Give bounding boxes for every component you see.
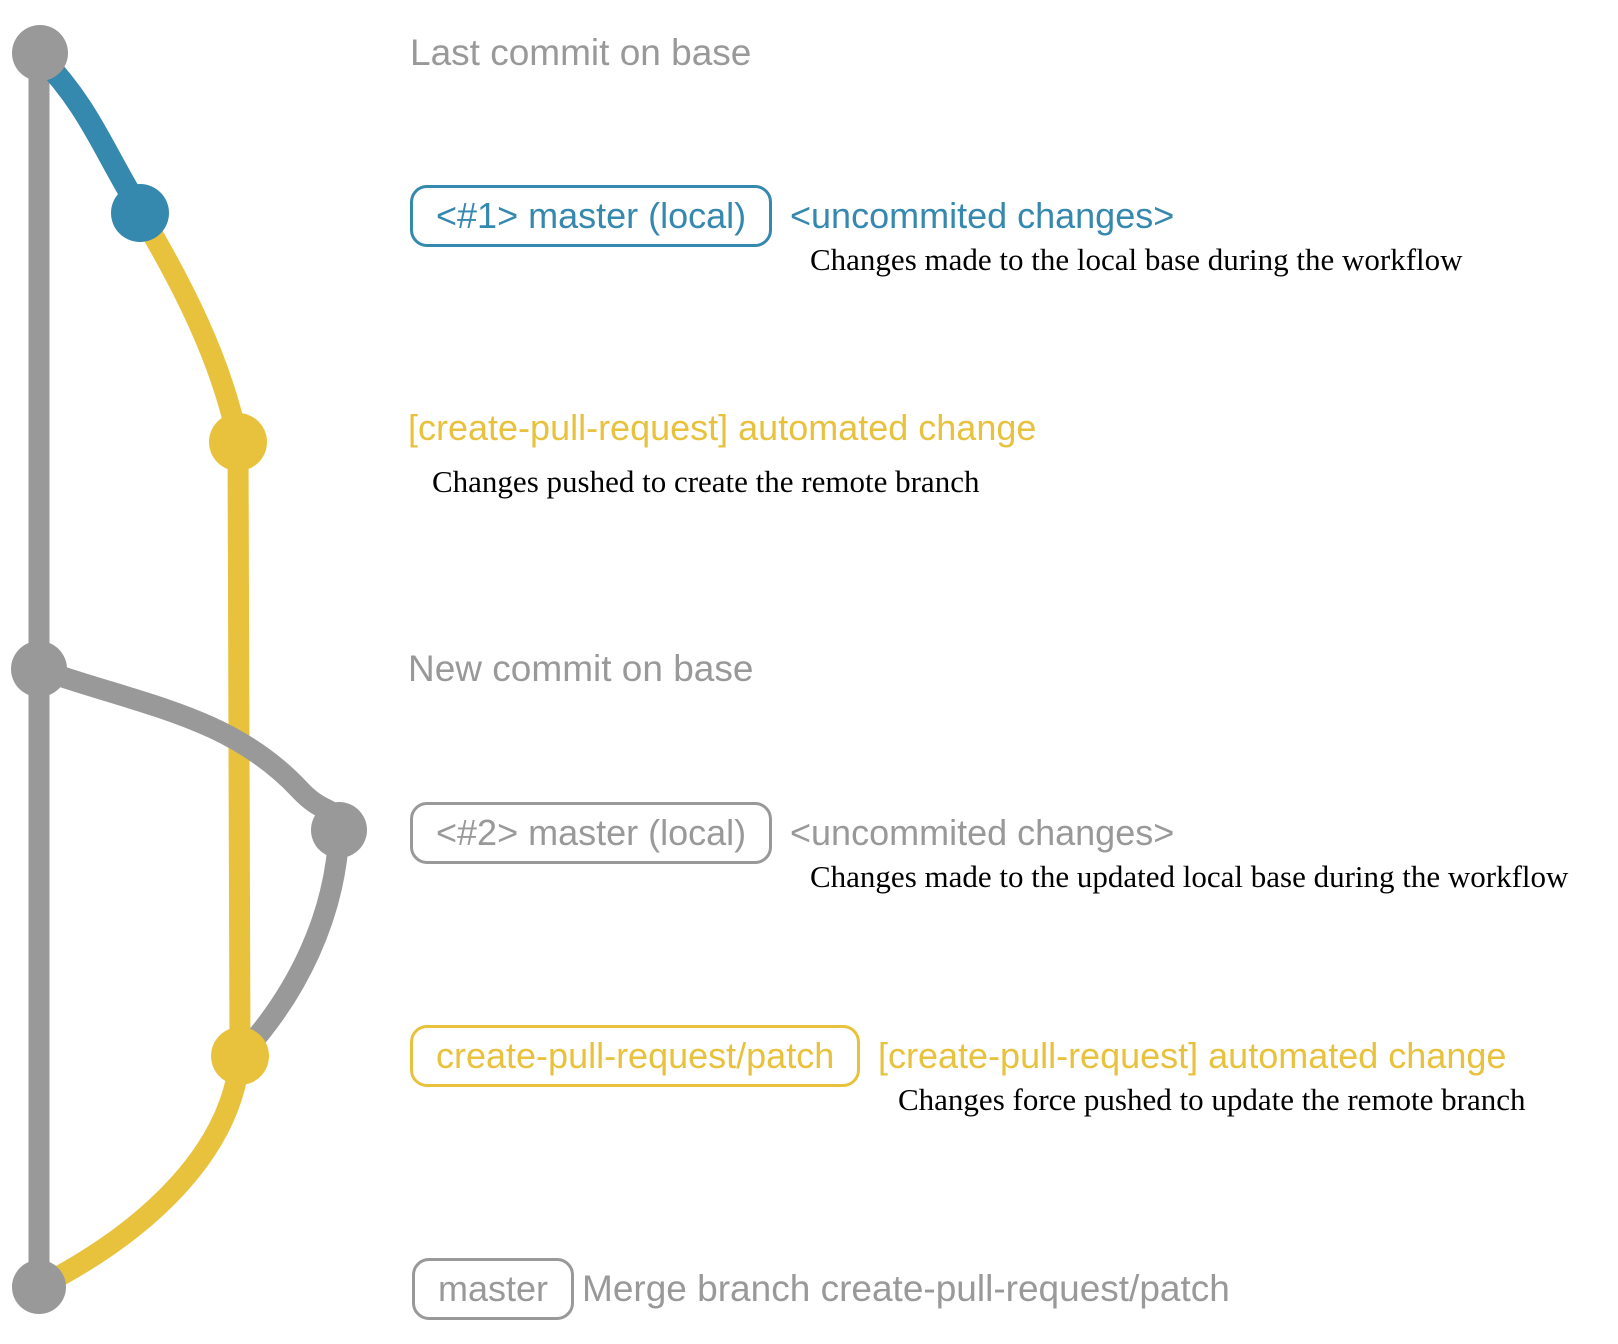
new-commit-dot xyxy=(11,641,67,697)
badge-master-local-2: <#2> master (local) xyxy=(410,802,773,864)
automated-change-2-desc: Changes force pushed to update the remot… xyxy=(898,1082,1526,1117)
badge-master-local-1: <#1> master (local) xyxy=(410,185,773,247)
local-change-1-line xyxy=(32,48,150,216)
automated-change-2-dot xyxy=(211,1027,269,1085)
automated-change-2-title: [create-pull-request] automated change xyxy=(878,1035,1507,1076)
uncommitted-changes-1-title: <uncommited changes> xyxy=(790,195,1175,236)
merge-branch-label: Merge branch create-pull-request/patch xyxy=(582,1268,1230,1309)
new-commit-label: New commit on base xyxy=(408,648,754,689)
create-pull-request-branch-line xyxy=(34,207,251,1297)
automated-change-1-title: [create-pull-request] automated change xyxy=(408,407,1037,448)
uncommitted-changes-2-title: <uncommited changes> xyxy=(790,812,1175,853)
last-commit-label: Last commit on base xyxy=(410,32,752,73)
merge-commit-dot xyxy=(12,1260,66,1314)
badge-master: master xyxy=(412,1258,575,1320)
automated-change-1-dot xyxy=(209,413,267,471)
uncommitted-changes-1-desc: Changes made to the local base during th… xyxy=(810,242,1463,277)
badge-create-pull-request-patch: create-pull-request/patch xyxy=(410,1025,861,1087)
automated-change-1-desc: Changes pushed to create the remote bran… xyxy=(432,464,980,499)
local-change-2-line xyxy=(35,659,350,1064)
uncommitted-changes-2-desc: Changes made to the updated local base d… xyxy=(810,859,1569,894)
uncommitted-1-dot xyxy=(111,184,169,242)
last-commit-dot xyxy=(12,25,68,81)
uncommitted-2-dot xyxy=(311,802,367,858)
